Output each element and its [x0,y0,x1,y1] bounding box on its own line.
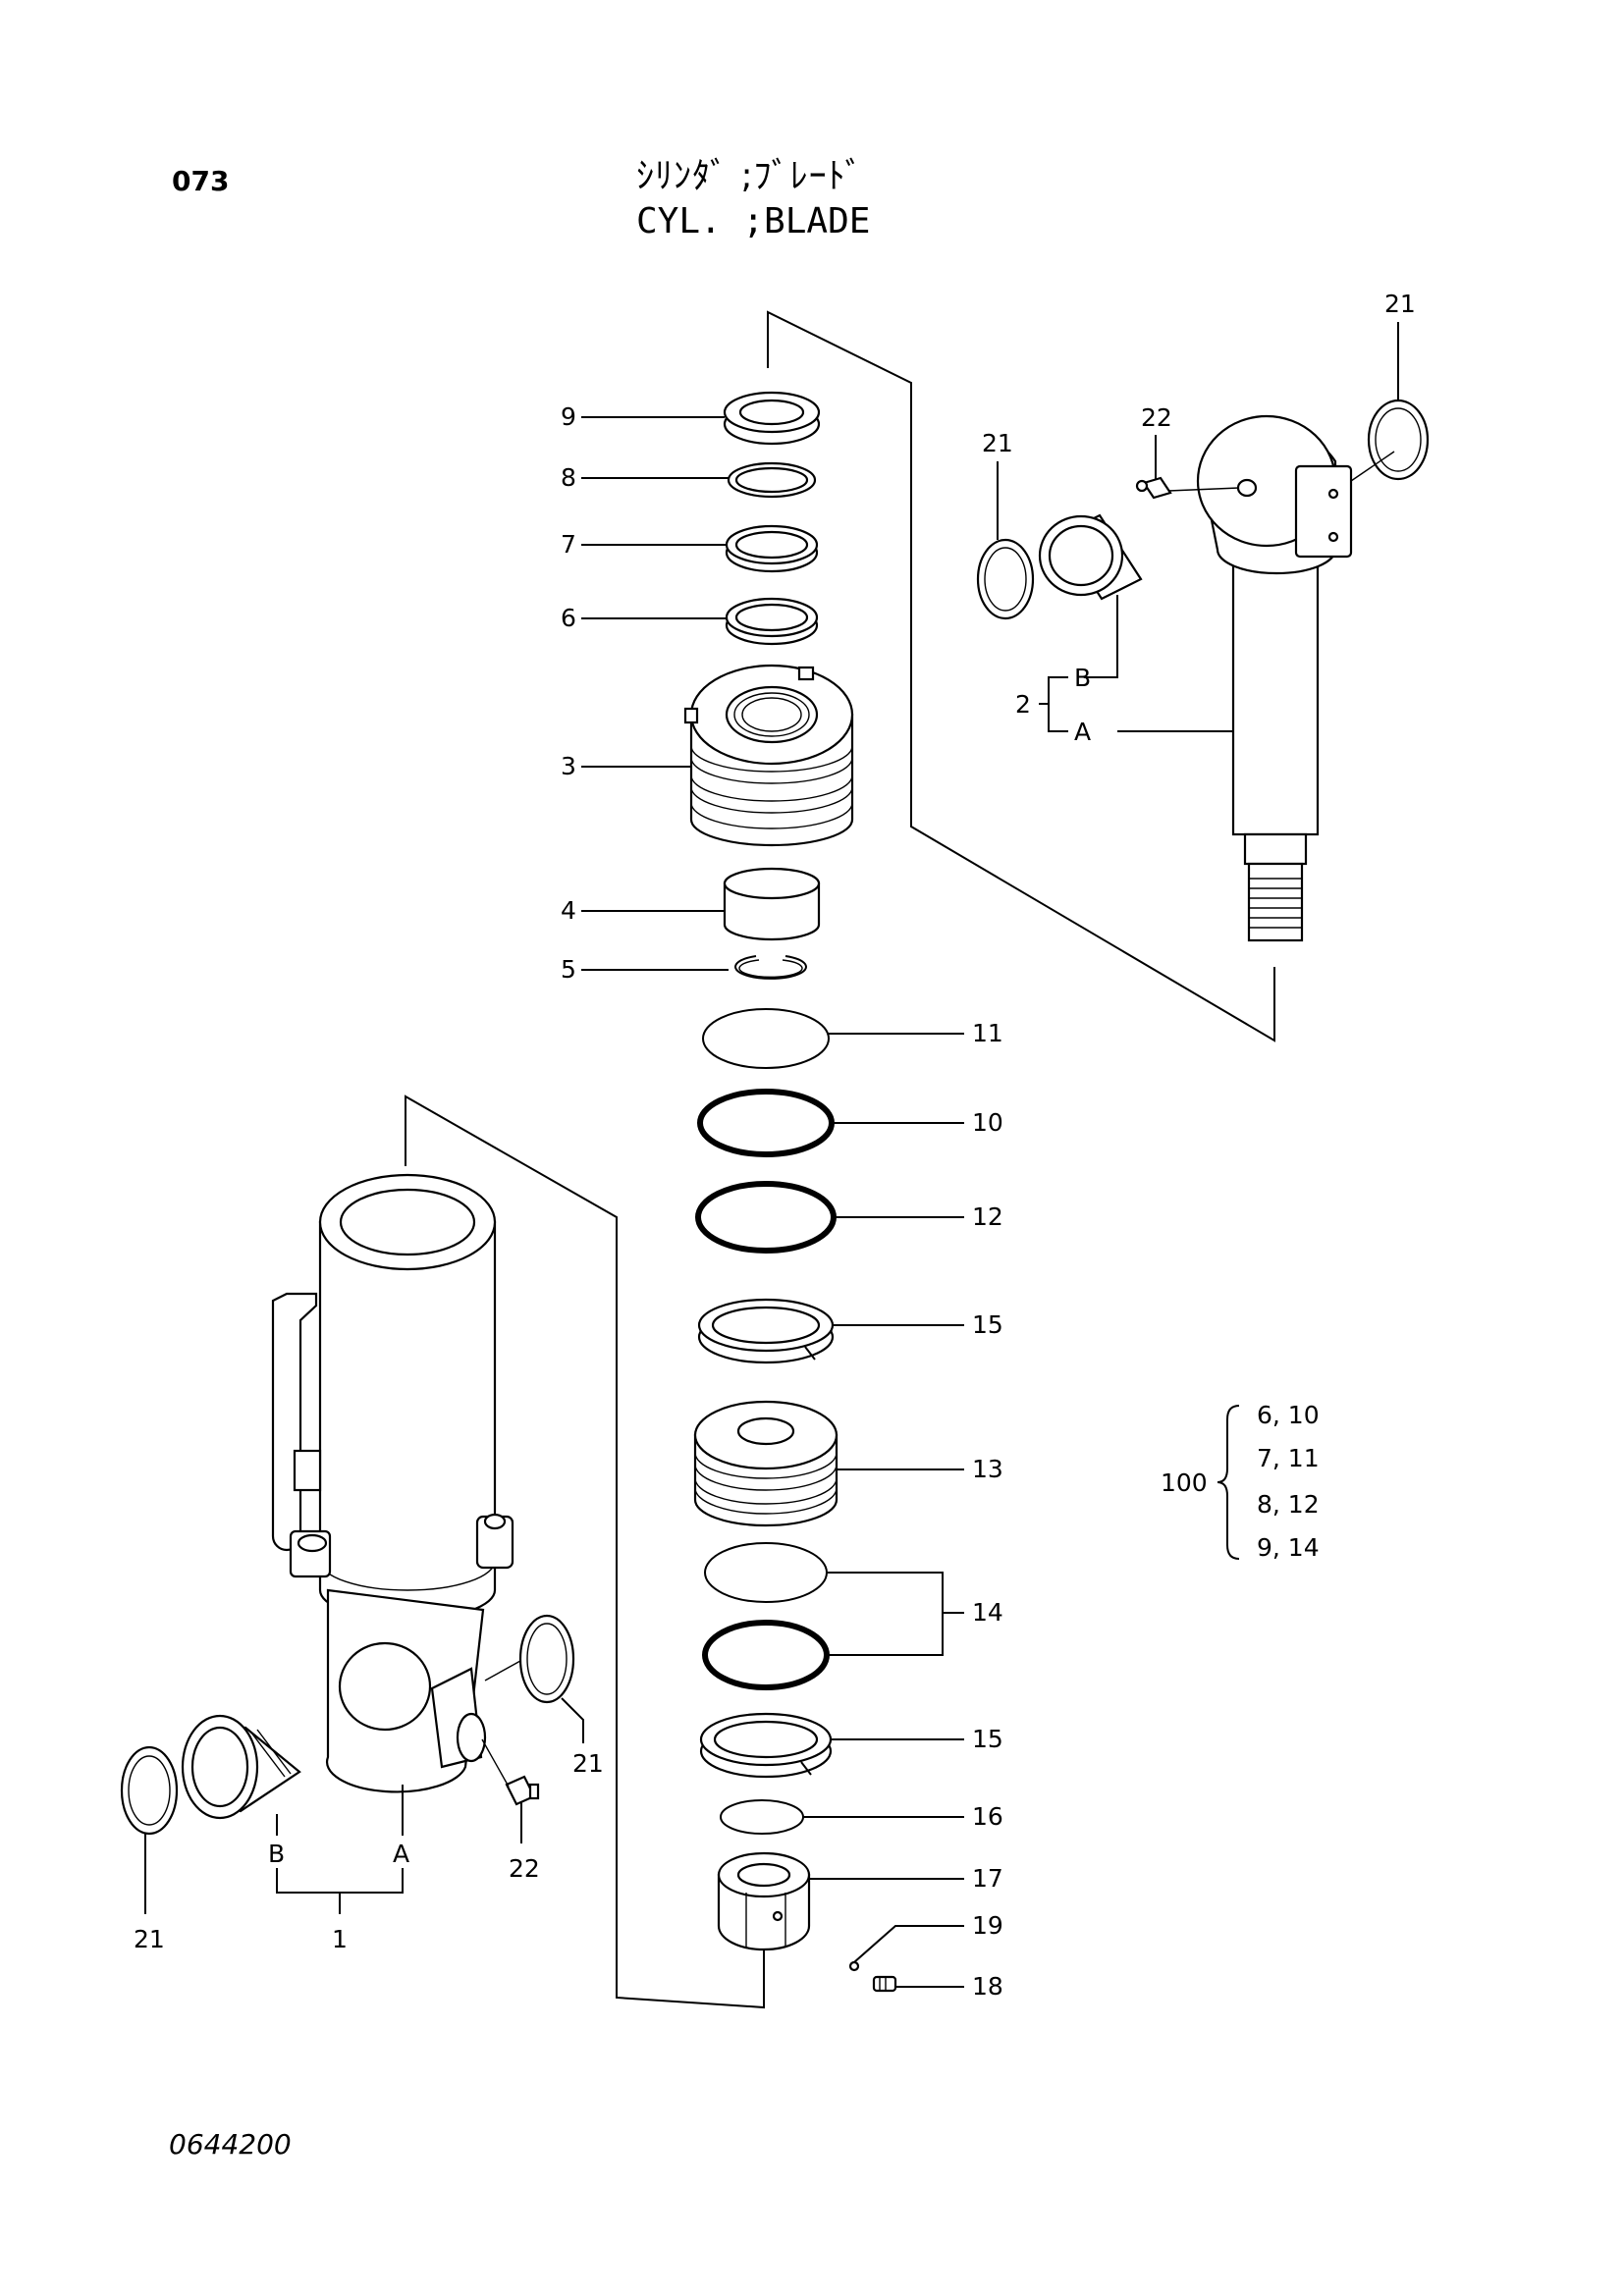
callout-16: 16 [972,1802,1003,1831]
callout-13: 13 [972,1455,1003,1483]
callout-5: 5 [561,955,576,984]
part-9-wiper-ring [723,391,821,446]
callout-tube-b: B [268,1840,285,1868]
part-2b-rod-bushing [1038,513,1143,601]
callout-11: 11 [972,1019,1003,1047]
part-4-bushing [723,867,821,941]
callout-4: 4 [561,896,576,925]
callout-tube-22: 22 [509,1854,540,1883]
kit-row-3: 8, 12 [1257,1490,1320,1519]
page-number: 073 [172,165,230,197]
part-10-seal-ring [697,1089,835,1157]
callout-tube-a: A [393,1840,409,1868]
callout-14: 14 [972,1598,1003,1627]
part-8-backup-ring [727,461,817,499]
part-3-cylinder-head [683,664,854,847]
part-6-ring [725,597,819,646]
part-13-piston [693,1400,839,1527]
part-1a-cylinder-tube [318,1173,514,1793]
rod-assembly-bracket [767,310,1275,1042]
part-5-snap-ring [734,955,807,980]
part-21-tube-seal-right [518,1614,575,1704]
seal-kit-100: 100 6, 10 7, 11 8, 12 9, 14 [1161,1401,1320,1562]
part-7-ring [725,524,819,573]
callout-17: 17 [972,1864,1003,1893]
callout-tube-21-right: 21 [572,1749,604,1778]
callout-12: 12 [972,1202,1003,1231]
kit-row-1: 6, 10 [1257,1401,1320,1429]
tube-side-pipe [271,1292,332,1578]
kit-label: 100 [1161,1468,1208,1497]
leader-lines [144,322,1399,1988]
part-14-ring-thick [702,1620,830,1690]
part-15-wear-ring-lower [699,1712,833,1779]
part-2a-piston-rod [1196,414,1353,942]
part-21-tube-seal-left [120,1745,179,1836]
part-18-set-screw [872,1975,897,1993]
callout-8: 8 [561,463,576,492]
callout-tube-1: 1 [332,1925,348,1953]
callout-6: 6 [561,604,576,632]
kit-row-2: 7, 11 [1257,1444,1320,1472]
callout-9: 9 [561,402,576,431]
title-english: CYL. ;BLADE [636,201,871,241]
callout-15-upper: 15 [972,1310,1003,1339]
part-19-steel-ball [848,1960,860,1972]
callout-rod-a: A [1074,718,1091,746]
callout-3: 3 [561,752,576,780]
callout-rod-21-right: 21 [1384,290,1416,318]
callout-rod-2: 2 [1015,690,1031,719]
part-12-seal-ring [695,1181,837,1254]
part-21-rod-seal-left [976,538,1035,620]
part-14-ring-thin [704,1542,828,1603]
tube-assembly-bracket [405,1095,765,2009]
part-15-wear-ring-upper [697,1298,835,1364]
callout-rod-22: 22 [1141,403,1172,432]
callout-15-lower: 15 [972,1725,1003,1753]
part-22-rod-grease-fitting [1135,476,1172,500]
part-22-tube-grease-fitting [505,1775,540,1806]
part-1b-tube-bushing [181,1714,301,1820]
callout-7: 7 [561,530,576,559]
callout-18: 18 [972,1972,1003,2001]
callout-rod-b: B [1074,664,1091,692]
part-16-o-ring [720,1799,804,1835]
callout-10: 10 [972,1108,1003,1137]
kit-row-4: 9, 14 [1257,1533,1320,1562]
title-japanese: ｼﾘﾝﾀﾞ ;ﾌﾞﾚｰﾄﾞ [636,156,864,196]
callout-19: 19 [972,1911,1003,1940]
drawing-number: 0644200 [169,2128,292,2161]
callout-tube-21-left: 21 [134,1925,165,1953]
part-17-nut [717,1851,811,1951]
callout-rod-21-left: 21 [982,429,1013,457]
part-21-rod-seal-right [1367,399,1430,481]
part-11-o-ring [702,1008,830,1069]
